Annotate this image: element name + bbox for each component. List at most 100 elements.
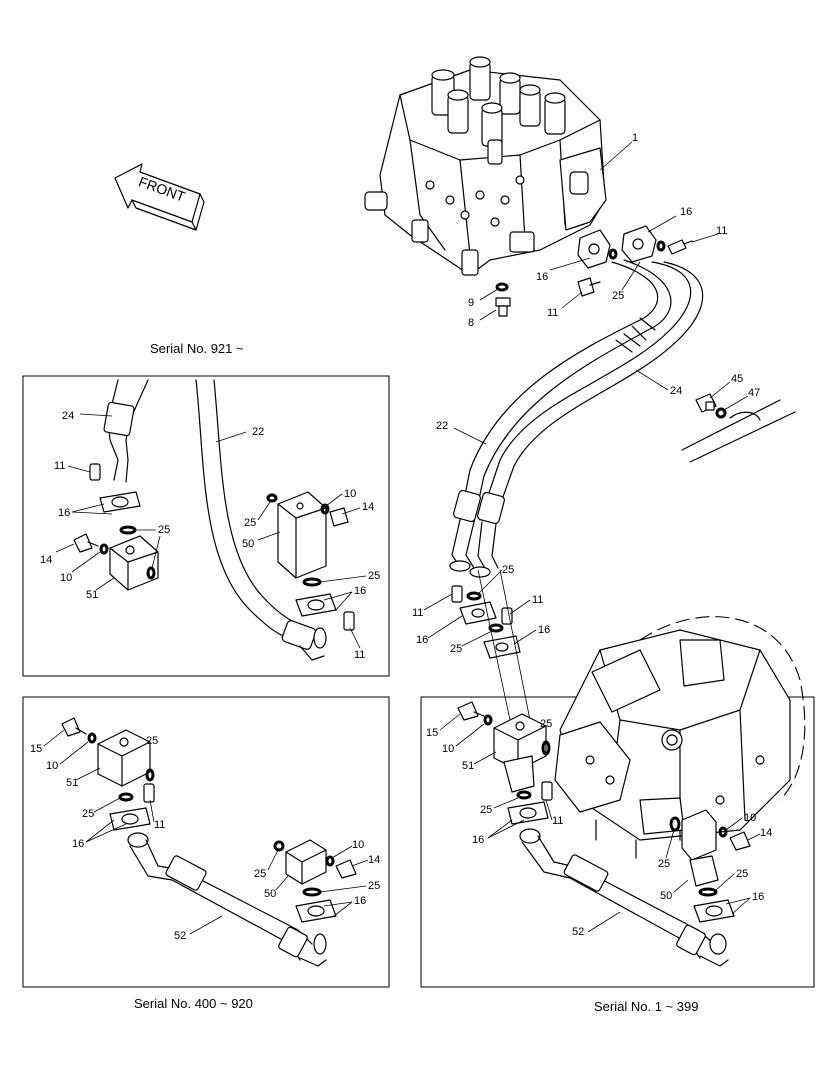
box-mid-oring-25c (273, 840, 285, 852)
oring-47 (715, 407, 727, 419)
part-label: 16 (536, 271, 548, 283)
box-mid-bolt-11 (143, 783, 155, 803)
part-label: 16 (538, 624, 550, 636)
front-arrow-icon: FRONT (114, 163, 205, 231)
part-label: 1 (632, 132, 638, 144)
box-top-flange-16-left (99, 491, 141, 513)
box-mid-washer-10b (325, 855, 335, 867)
box-mid-oring-25a (145, 768, 155, 782)
part-label: 24 (62, 410, 74, 422)
box-top-oring-25c (266, 493, 278, 503)
bolt-11-top (667, 239, 693, 255)
caption-serial-400-920: Serial No. 400 ~ 920 (134, 996, 253, 1011)
plug-8 (495, 297, 511, 317)
part-label: 11 (547, 307, 558, 319)
box-top-oring-25 (119, 525, 137, 535)
part-label: 25 (368, 880, 380, 892)
part-label: 11 (552, 815, 563, 827)
box-right-oring-25c (669, 816, 681, 832)
part-label: 10 (344, 488, 356, 500)
main-part-labels: 1 16 11 16 25 11 9 8 24 45 47 22 25 11 1… (412, 132, 760, 655)
box-right-oring-25b (516, 790, 532, 800)
box-top-oring-25b (146, 566, 156, 580)
box-right-block-50 (681, 809, 719, 887)
box-top-washer-10b (320, 503, 330, 515)
part-label: 9 (468, 297, 474, 309)
box-right-flange-16b (693, 899, 735, 923)
part-label: 25 (612, 290, 624, 302)
part-label: 51 (462, 760, 474, 772)
part-label: 25 (158, 524, 170, 536)
box-mid-flange-16b (295, 899, 337, 923)
box-mid-part-labels: 15 10 51 25 25 11 16 25 50 10 14 25 16 5… (30, 735, 380, 942)
box-top-bolt-11b (343, 611, 355, 631)
box-mid-bolt-15 (61, 717, 87, 737)
part-label: 16 (58, 507, 70, 519)
flange-16-lower-right (483, 635, 521, 659)
hose-22-main (459, 259, 672, 523)
oring-25b (656, 240, 666, 252)
part-label: 25 (450, 643, 462, 655)
part-label: 10 (442, 743, 454, 755)
bolt-11-lower-right (501, 607, 513, 625)
part-label: 25 (146, 735, 158, 747)
box-mid-oring-25d (302, 887, 322, 897)
part-label: 52 (572, 926, 584, 938)
oring-25c (466, 591, 482, 601)
plug-45 (695, 393, 717, 413)
part-label: 11 (716, 225, 727, 237)
detail-box-serial-400-920 (22, 696, 390, 988)
part-label: 25 (82, 808, 94, 820)
part-label: 25 (254, 868, 266, 880)
valve-flange-left (577, 229, 611, 269)
part-label: 22 (252, 426, 264, 438)
box-mid-block-50 (285, 839, 327, 885)
part-label: 16 (680, 206, 692, 218)
hose-fitting-24 (469, 491, 505, 578)
caption-serial-1-399: Serial No. 1 ~ 399 (594, 999, 698, 1014)
box-mid-block-51 (97, 729, 151, 787)
bolt-11-mid (577, 277, 601, 297)
hose-fitting-22 (449, 489, 481, 572)
box-top-block-50 (277, 491, 327, 579)
flange-16-lower-left (459, 601, 497, 625)
part-label: 25 (502, 564, 514, 576)
box-mid-washer-10a (87, 732, 97, 744)
part-label: 11 (54, 460, 65, 472)
part-label: 16 (354, 895, 366, 907)
part-label: 22 (436, 420, 448, 432)
part-label: 14 (760, 827, 772, 839)
box-top-part-labels: 24 22 11 16 25 14 10 51 25 50 10 14 25 1… (40, 410, 380, 661)
box-right-washer-10a (483, 714, 493, 726)
part-label: 25 (540, 718, 552, 730)
box-mid-flange-16 (109, 807, 151, 831)
box-right-washer-10b (718, 826, 728, 838)
detail-box-serial-921 (22, 375, 390, 677)
box-top-hose-24 (103, 379, 149, 483)
box-top-bolt-14b (329, 507, 349, 527)
part-label: 10 (744, 812, 756, 824)
part-label: 15 (30, 743, 42, 755)
part-label: 15 (426, 727, 438, 739)
oring-25a (608, 248, 618, 260)
box-mid-oring-25b (118, 792, 134, 802)
part-label: 52 (174, 930, 186, 942)
plug-guide-lines (681, 399, 796, 463)
box-right-part-labels: 15 10 51 25 25 11 16 10 14 25 50 25 16 5… (426, 718, 772, 938)
part-label: 25 (736, 868, 748, 880)
part-label: 10 (46, 760, 58, 772)
part-label: 16 (752, 891, 764, 903)
hose-24-main (479, 261, 704, 523)
part-label: 25 (480, 804, 492, 816)
part-label: 50 (242, 538, 254, 550)
bolt-11-lower-left (451, 585, 463, 603)
part-label: 45 (731, 373, 743, 385)
part-label: 25 (658, 858, 670, 870)
part-label: 50 (660, 890, 672, 902)
part-label: 50 (264, 888, 276, 900)
part-label: 11 (354, 649, 365, 661)
box-top-washer-10a (99, 543, 109, 555)
part-label: 16 (472, 834, 484, 846)
box-right-flange-16 (507, 801, 549, 825)
